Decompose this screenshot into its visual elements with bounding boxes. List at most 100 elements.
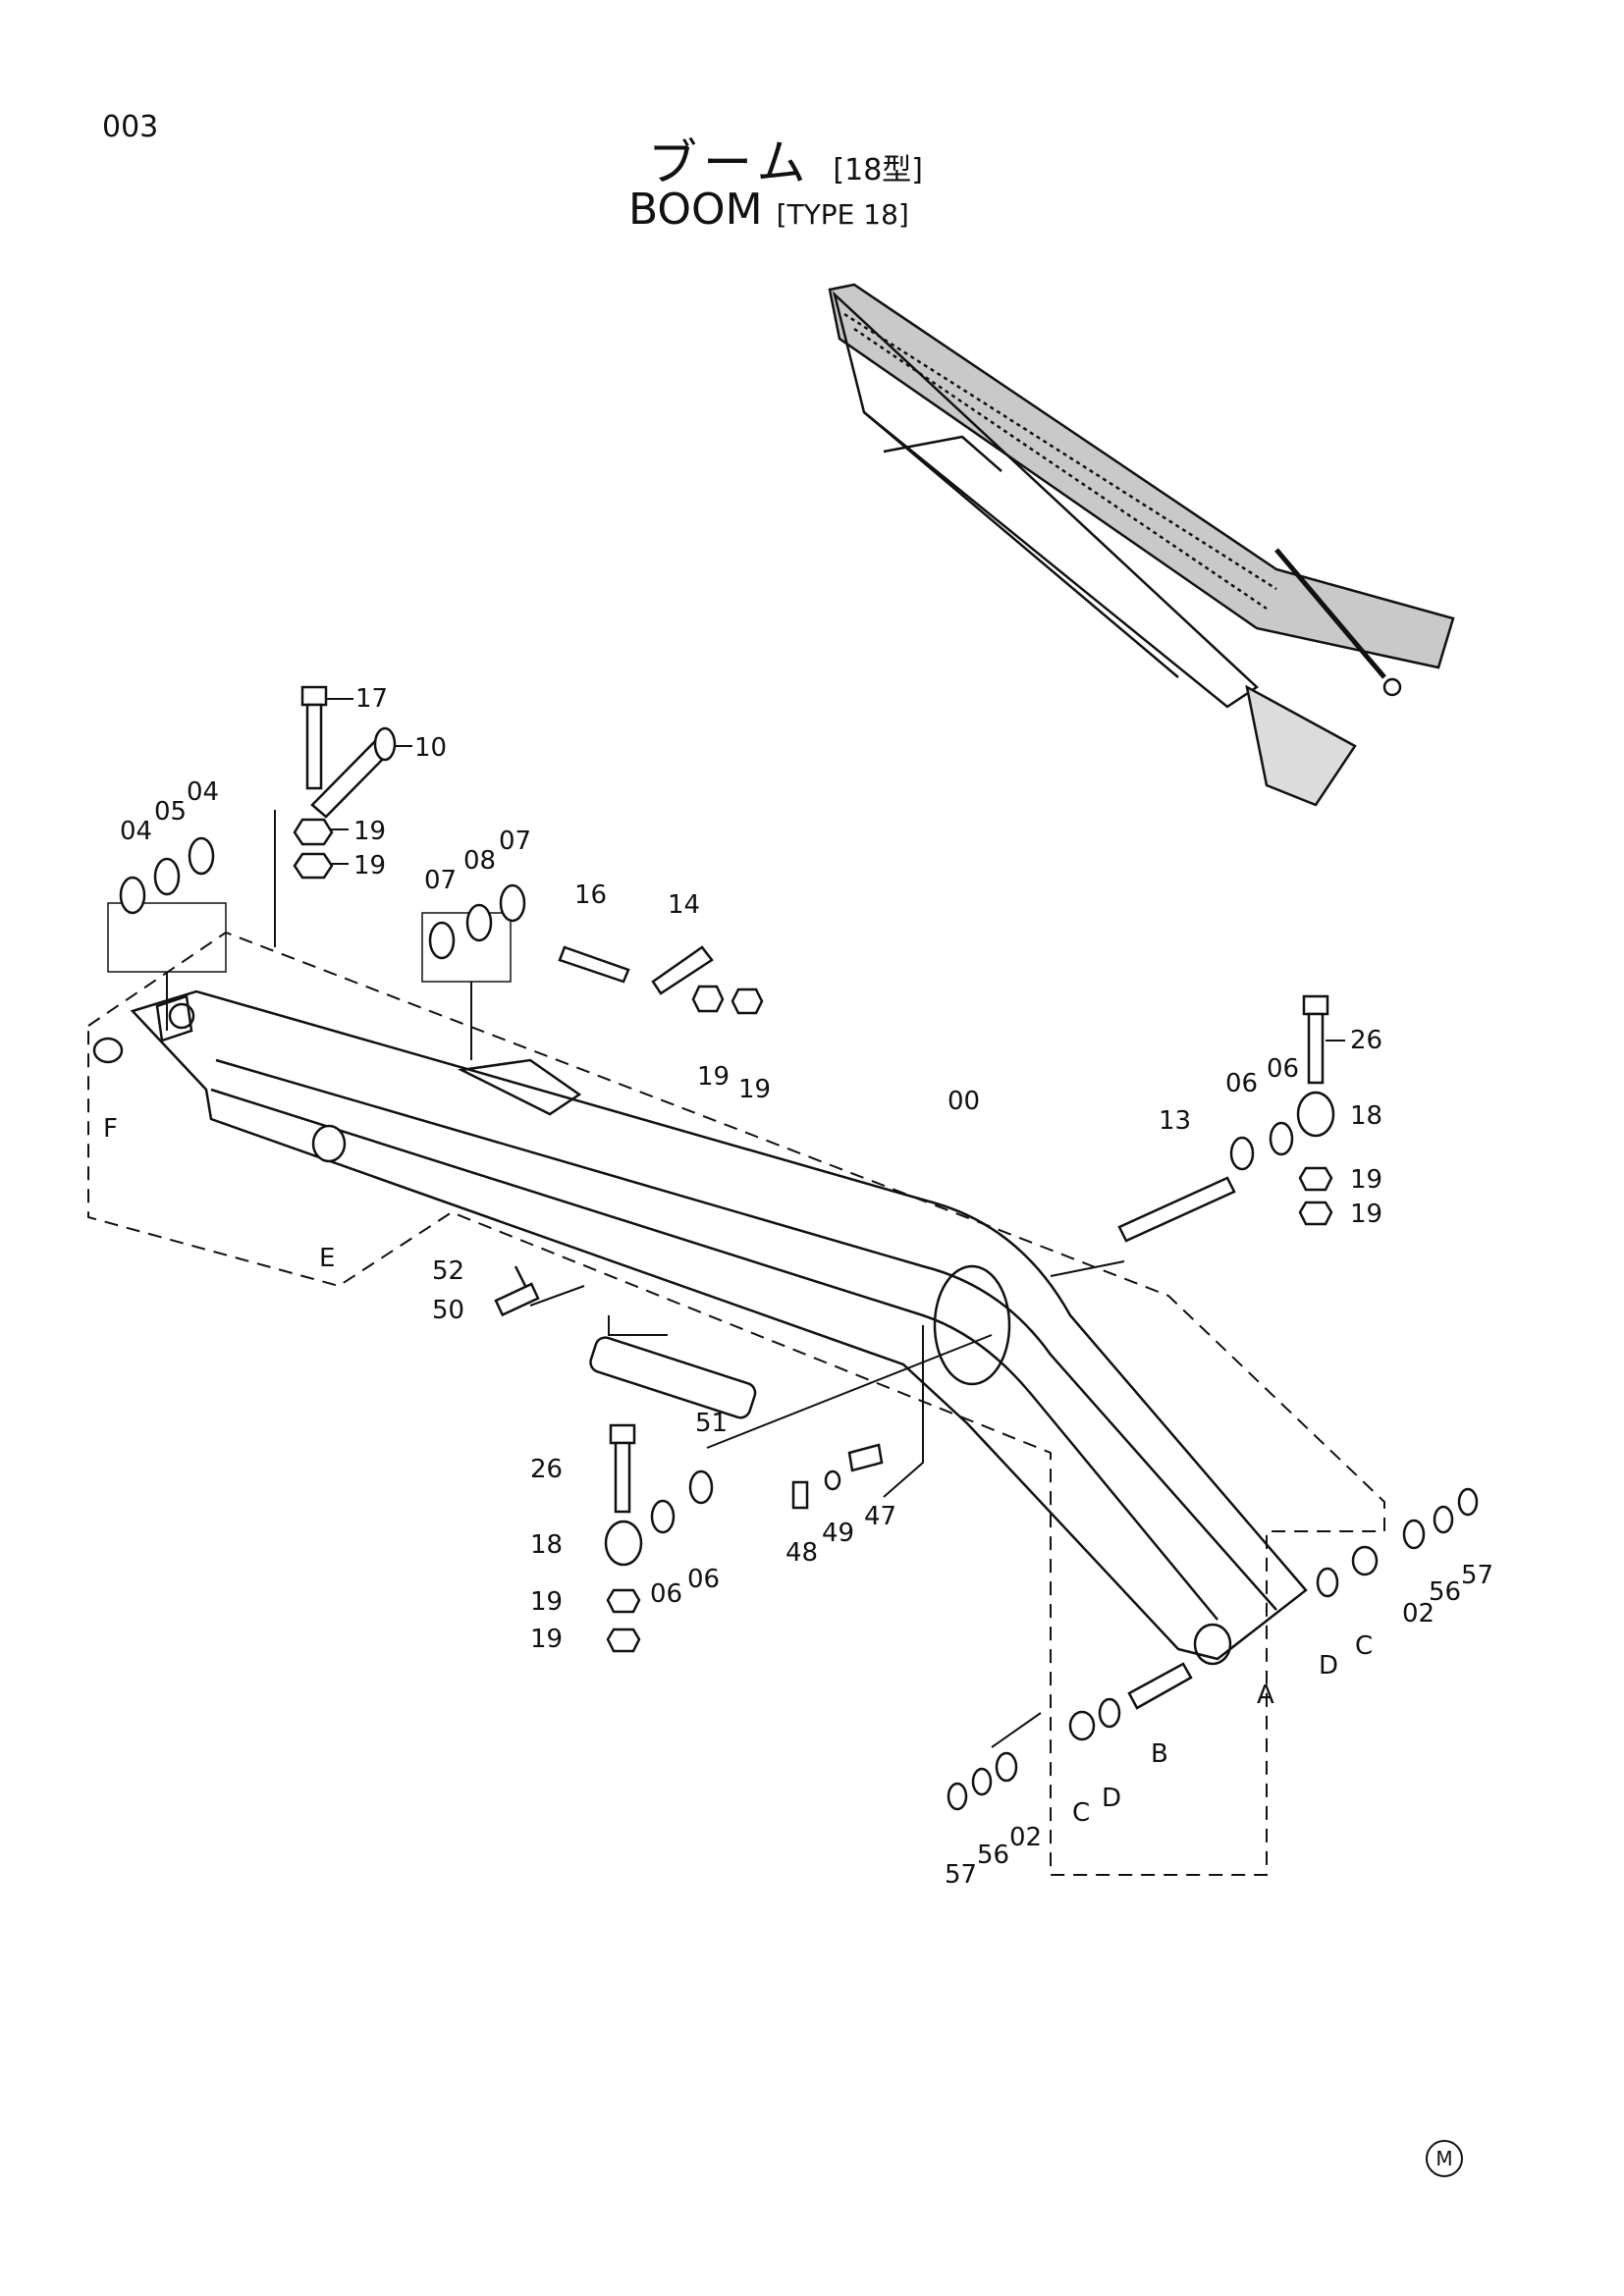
part-49-washer [824, 1469, 841, 1491]
part-16-bolt [558, 945, 630, 984]
callout-C-a: C [1355, 1631, 1373, 1661]
callout-57-b: 57 [945, 1860, 977, 1890]
callout-06-d: 06 [687, 1565, 720, 1594]
callout-E: E [319, 1244, 335, 1273]
part-02-washer-b [995, 1751, 1018, 1783]
part-19-nut-g [606, 1588, 641, 1614]
callout-56-a: 56 [1429, 1577, 1461, 1607]
callout-19-g: 19 [530, 1587, 563, 1617]
part-D-bushing-b [1098, 1697, 1121, 1729]
leader-lines [107, 698, 1345, 1748]
callout-47: 47 [864, 1502, 896, 1531]
callout-05: 05 [154, 797, 187, 827]
part-50-pin [494, 1282, 540, 1317]
part-57-washer-a [1457, 1487, 1479, 1517]
part-18-collar-a [1296, 1091, 1335, 1138]
part-17-bolt-shank [305, 703, 323, 790]
callout-10: 10 [414, 733, 447, 763]
title-en-main: BOOM [628, 185, 763, 235]
title-en-type: [TYPE 18] [776, 198, 909, 231]
title-ja-type: [18型] [833, 153, 923, 187]
callout-04-b: 04 [187, 777, 219, 807]
callout-50: 50 [432, 1296, 464, 1325]
part-06-washer-c [650, 1499, 676, 1534]
part-26-bolt-a-shank [1307, 1012, 1325, 1085]
callout-19-d: 19 [738, 1075, 771, 1104]
part-26-bolt-b [609, 1423, 636, 1445]
part-E-bushing [311, 1124, 347, 1163]
boom-structure [130, 989, 1308, 1666]
callout-56-b: 56 [977, 1841, 1009, 1870]
callout-51: 51 [695, 1409, 728, 1438]
callout-26-a: 26 [1350, 1026, 1382, 1055]
part-19-nut-a [293, 818, 334, 846]
manufacturer-mark: M [1426, 2140, 1463, 2177]
callout-02-a: 02 [1402, 1599, 1435, 1629]
title-japanese: ブーム [18型] [648, 124, 923, 194]
part-18-collar-b [604, 1520, 643, 1567]
part-06-washer-d [688, 1469, 714, 1505]
callout-A: A [1257, 1681, 1274, 1710]
callout-F: F [103, 1114, 118, 1144]
part-08-washer [465, 903, 493, 942]
part-52-clip [514, 1265, 527, 1287]
part-07-washer-a [428, 921, 456, 960]
part-57-washer-b [947, 1782, 968, 1811]
callout-57-a: 57 [1461, 1561, 1493, 1590]
callout-18-a: 18 [1350, 1101, 1382, 1131]
callout-18-b: 18 [530, 1530, 563, 1560]
part-47-bracket [847, 1443, 884, 1472]
callout-17: 17 [355, 684, 388, 714]
title-english: BOOM [TYPE 18] [628, 185, 909, 235]
part-19-nut-d [731, 988, 764, 1015]
callout-06-a: 06 [1225, 1069, 1258, 1098]
callout-D-a: D [1319, 1651, 1338, 1681]
part-26-bolt-a [1302, 994, 1329, 1016]
part-05-washer [153, 857, 181, 896]
callout-14: 14 [668, 890, 700, 920]
part-10-pin-head [373, 726, 397, 762]
callout-19-a: 19 [353, 817, 386, 846]
callout-07-a: 07 [424, 866, 457, 895]
part-C-bushing-a [1351, 1545, 1379, 1576]
part-04-washer-a [119, 876, 146, 915]
callout-16: 16 [574, 881, 607, 910]
part-13-pin [1117, 1176, 1236, 1243]
callout-13: 13 [1159, 1106, 1191, 1136]
part-26-bolt-b-shank [614, 1441, 631, 1514]
title-ja-main: ブーム [648, 134, 812, 191]
part-F-bushing [92, 1037, 124, 1064]
part-19-nut-b [293, 852, 334, 880]
callout-02-b: 02 [1009, 1823, 1042, 1852]
callout-06-c: 06 [650, 1579, 682, 1609]
callout-49: 49 [822, 1519, 854, 1548]
assembly-boundary-dashed [87, 931, 1385, 1876]
part-02-washer-a [1402, 1519, 1426, 1550]
part-19-nut-f [1298, 1201, 1333, 1226]
callout-48: 48 [785, 1538, 818, 1568]
part-17-bolt [300, 685, 328, 707]
callout-08: 08 [463, 846, 496, 876]
page-code: 003 [102, 110, 159, 144]
parts [92, 685, 1479, 1811]
part-D-bushing-a [1316, 1567, 1339, 1598]
part-14-pin [651, 945, 714, 995]
callout-19-h: 19 [530, 1625, 563, 1654]
part-07-washer-b [499, 883, 526, 923]
part-56-washer-b [971, 1767, 993, 1796]
part-48-bolt [791, 1480, 809, 1510]
part-56-washer-a [1433, 1505, 1454, 1534]
part-06-washer-b [1269, 1121, 1294, 1156]
part-19-nut-h [606, 1628, 641, 1653]
callout-19-b: 19 [353, 851, 386, 881]
part-04-washer-b [188, 836, 215, 876]
part-19-nut-c [691, 985, 725, 1013]
part-06-washer-a [1229, 1136, 1255, 1171]
callout-C-b: C [1072, 1798, 1090, 1828]
inset-front-attachment-illustration [828, 283, 1455, 807]
callout-19-c: 19 [697, 1062, 730, 1092]
callout-00: 00 [947, 1087, 980, 1116]
part-C-bushing-b [1068, 1710, 1096, 1741]
callout-19-e: 19 [1350, 1165, 1382, 1195]
